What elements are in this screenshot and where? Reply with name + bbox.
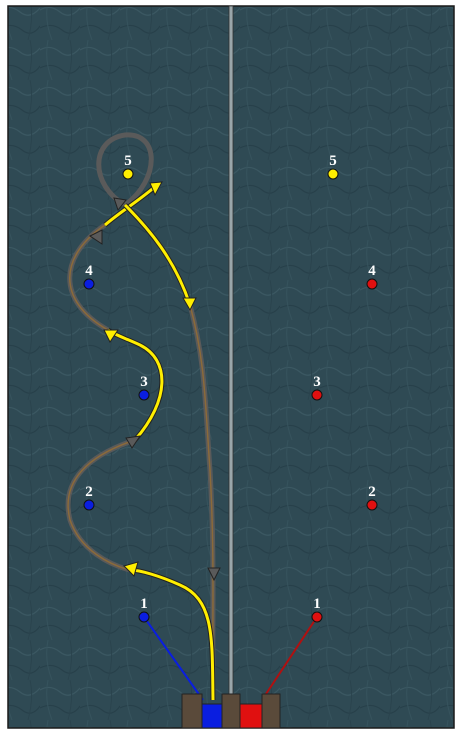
left-target-label: 2 [85, 484, 93, 500]
left-target-dot[interactable] [138, 389, 150, 401]
right-target-dot[interactable] [327, 168, 339, 180]
left-target-5[interactable]: 5 [122, 153, 134, 180]
bases [181, 693, 281, 729]
right-target-2[interactable]: 2 [366, 484, 378, 511]
arrow-yellow-3 [182, 297, 197, 312]
red-shot-line [261, 616, 318, 701]
arrow-gray-3 [89, 229, 103, 245]
arrow-yellow-1 [123, 561, 139, 577]
left-target-label: 5 [124, 153, 132, 169]
left-target-1[interactable]: 1 [138, 596, 150, 623]
base-post-center [221, 693, 241, 729]
arrow-yellow-2 [103, 329, 119, 343]
right-target-dot[interactable] [366, 278, 378, 290]
left-target-dot[interactable] [83, 499, 95, 511]
right-target-4[interactable]: 4 [366, 263, 378, 290]
right-target-label: 2 [368, 484, 376, 500]
right-target-label: 3 [313, 374, 321, 390]
arrow-gray-1 [207, 567, 221, 582]
base-post-right [261, 693, 281, 729]
right-targets: 1 2 3 4 5 [311, 153, 378, 623]
left-target-4[interactable]: 4 [83, 263, 95, 290]
right-target-dot[interactable] [311, 611, 323, 623]
left-target-3[interactable]: 3 [138, 374, 150, 401]
right-target-1[interactable]: 1 [311, 596, 323, 623]
right-target-label: 4 [368, 263, 376, 279]
blue-shot-line [143, 616, 204, 701]
red-base[interactable] [239, 703, 263, 729]
arrow-yellow-4 [149, 181, 163, 197]
left-target-label: 3 [140, 374, 148, 390]
center-divider [228, 5, 234, 697]
right-target-label: 1 [313, 596, 321, 612]
arrow-gray-2 [125, 435, 142, 449]
left-target-dot[interactable] [138, 611, 150, 623]
right-target-dot[interactable] [311, 389, 323, 401]
left-target-dot[interactable] [83, 278, 95, 290]
left-target-label: 4 [85, 263, 93, 279]
left-target-dot[interactable] [122, 168, 134, 180]
right-target-label: 5 [329, 153, 337, 169]
left-target-2[interactable]: 2 [83, 484, 95, 511]
right-target-dot[interactable] [366, 499, 378, 511]
robot-path [65, 132, 216, 701]
arrow-gray-4 [113, 197, 127, 212]
left-target-label: 1 [140, 596, 148, 612]
base-post-left [181, 693, 203, 729]
right-target-3[interactable]: 3 [311, 374, 323, 401]
left-targets: 1 2 3 4 5 [83, 153, 150, 623]
path-arrows [89, 181, 221, 582]
right-target-5[interactable]: 5 [327, 153, 339, 180]
blue-base[interactable] [201, 703, 223, 729]
